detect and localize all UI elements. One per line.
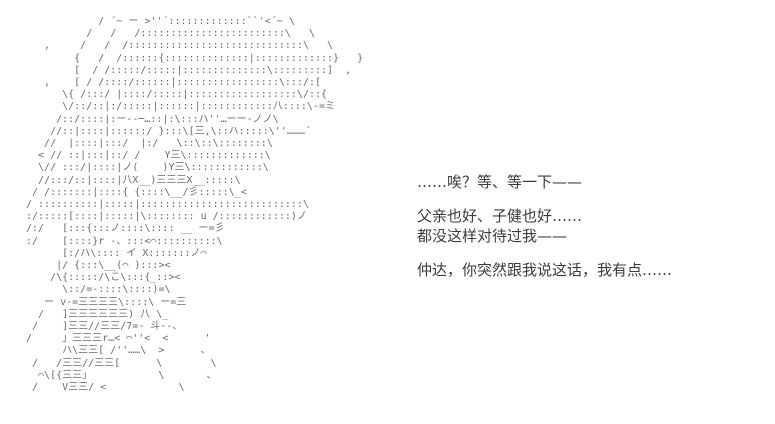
- dialogue-line-3: 都没这样对待过我——: [417, 227, 568, 245]
- dialogue-line-4: 仲达，你突然跟我说这话，我有点……: [417, 261, 673, 279]
- dialogue-line-2: 父亲也好、子健也好……: [417, 207, 583, 225]
- dialogue-block: ……唉？等、等一下—— 父亲也好、子健也好…… 都没这样对待过我—— 仲达，你突…: [417, 172, 672, 280]
- ascii-art: / ´~ ー >''´:::::::::::::``'<´~ \ / / /::…: [26, 16, 364, 394]
- dialogue-line-1: ……唉？等、等一下——: [417, 173, 583, 191]
